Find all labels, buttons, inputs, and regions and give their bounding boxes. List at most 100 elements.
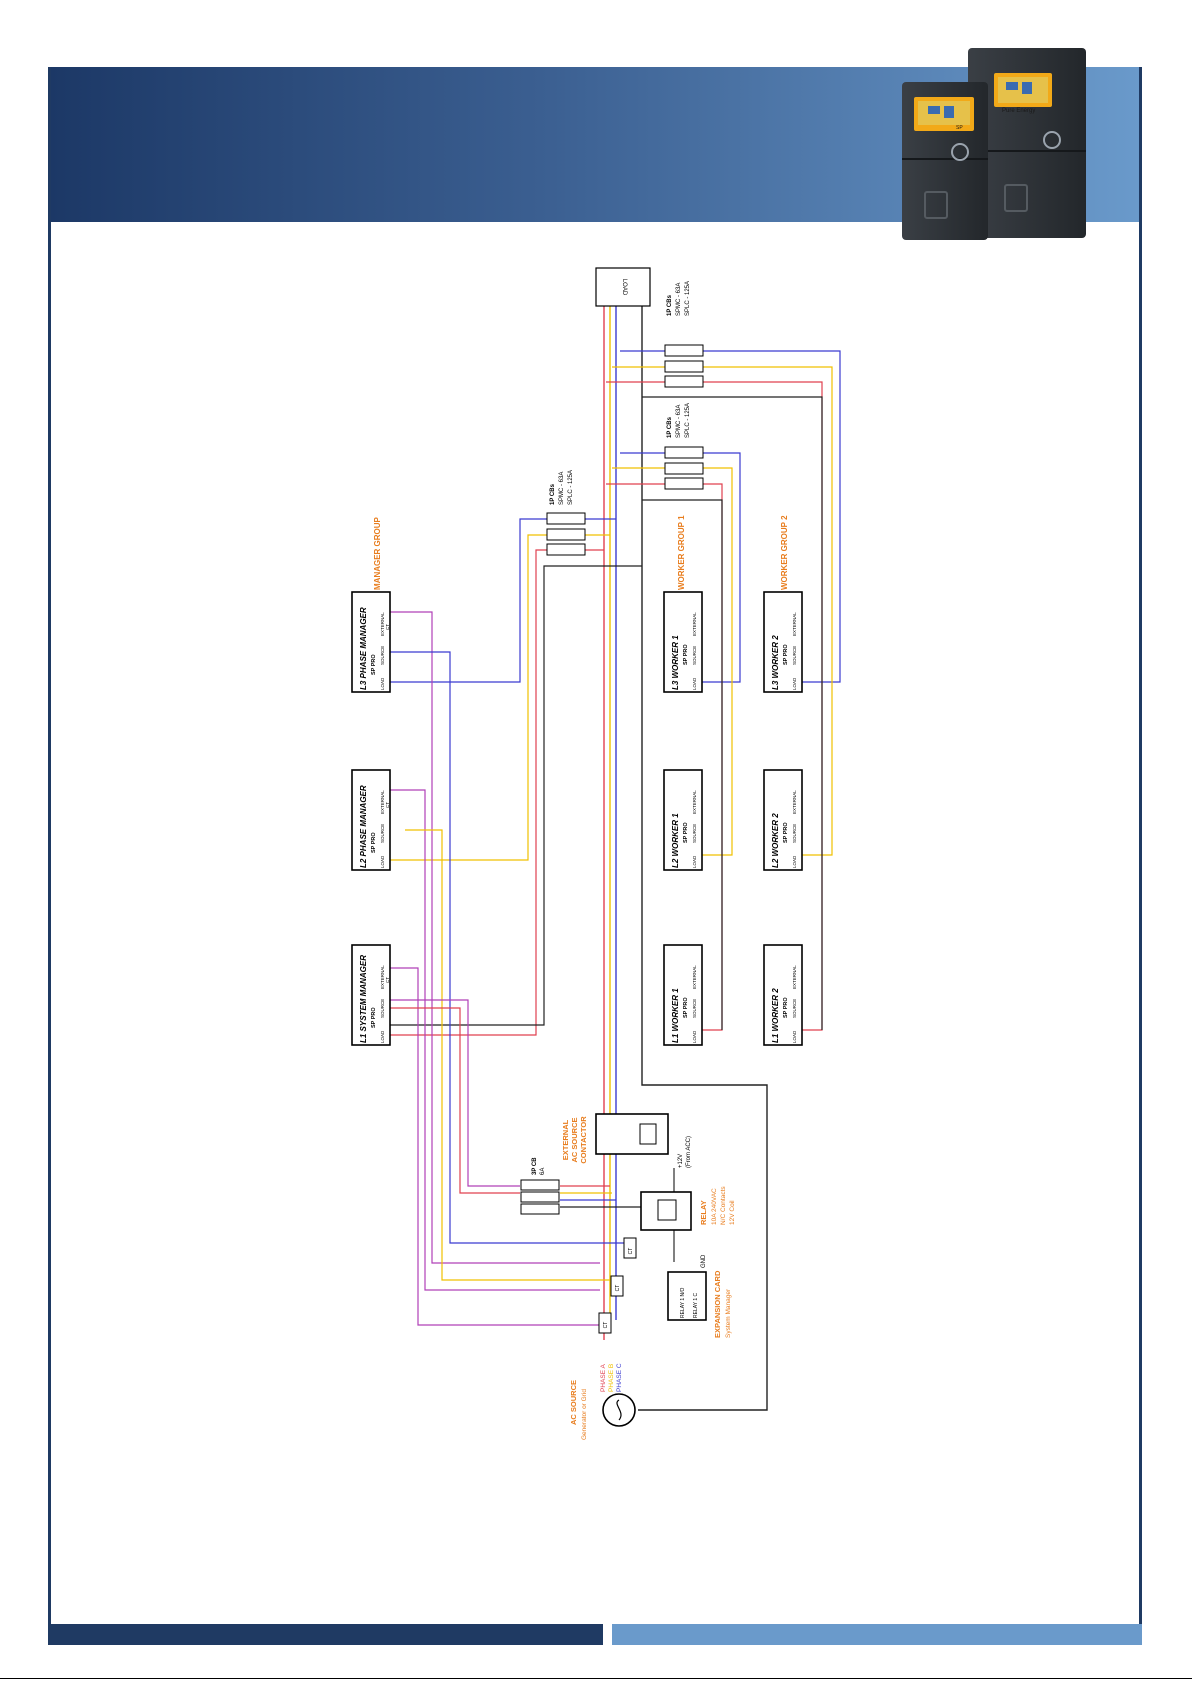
terminal-ct: CT bbox=[385, 977, 390, 983]
unit-l1-worker1: L1 WORKER 1 SP PRO LOAD SOURCE EXTERNAL bbox=[663, 944, 703, 1046]
breaker-3p-rating: 6A bbox=[540, 1168, 546, 1175]
unit-title: L3 WORKER 1 bbox=[671, 635, 680, 690]
ac-source-subtitle: Generator or Grid bbox=[581, 1389, 588, 1440]
breaker-bank-manager: 1P CBs SPMC - 63A SPLC - 125A bbox=[390, 470, 642, 1036]
unit-model: SP PRO bbox=[371, 654, 377, 675]
contactor-label-2: AC SOURCE bbox=[570, 1117, 579, 1162]
unit-title: L3 WORKER 2 bbox=[771, 635, 780, 690]
unit-title: L2 PHASE MANAGER bbox=[359, 785, 368, 868]
breaker-bank-worker1: 1P CBs SPMC - 63A SPLC - 125A bbox=[606, 403, 741, 1031]
terminal-external: EXTERNAL bbox=[380, 612, 385, 636]
terminal-source: SOURCE bbox=[792, 824, 797, 843]
unit-model: SP PRO bbox=[683, 997, 689, 1018]
ac-source-icon bbox=[602, 1393, 636, 1427]
unit-model: SP PRO bbox=[371, 832, 377, 853]
terminal-source: SOURCE bbox=[692, 999, 697, 1018]
terminal-source: SOURCE bbox=[792, 999, 797, 1018]
unit-title: L3 PHASE MANAGER bbox=[359, 607, 368, 690]
contactor-label-1: EXTERNAL bbox=[561, 1119, 570, 1160]
breaker-pole bbox=[664, 446, 704, 459]
unit-l3-worker1: L3 WORKER 1 SP PRO LOAD SOURCE EXTERNAL bbox=[663, 591, 703, 693]
unit-title: L2 WORKER 2 bbox=[771, 813, 780, 868]
unit-model: SP PRO bbox=[783, 644, 789, 665]
relay-title: RELAY bbox=[699, 1200, 708, 1225]
terminal-load: LOAD bbox=[380, 1030, 385, 1043]
terminal-source: SOURCE bbox=[380, 646, 385, 665]
expansion-card-title: EXPANSION CARD bbox=[713, 1270, 722, 1338]
terminal-load: LOAD bbox=[692, 855, 697, 868]
phase-b-label: PHASE B bbox=[608, 1364, 615, 1392]
breaker-pole bbox=[664, 360, 704, 373]
breaker-pole bbox=[664, 344, 704, 357]
unit-title: L1 SYSTEM MANAGER bbox=[359, 955, 368, 1043]
relay-rating: 10A 240VAC bbox=[711, 1188, 718, 1225]
relay: +12V (From ACC) RELAY 10A 240VAC N/C Con… bbox=[640, 1136, 736, 1268]
breaker-title: 1P CBs bbox=[667, 416, 673, 438]
terminal-external: EXTERNAL bbox=[792, 790, 797, 814]
breaker-title: 1P CBs bbox=[550, 483, 556, 505]
load-box: LOAD bbox=[595, 267, 651, 307]
terminal-external: EXTERNAL bbox=[380, 965, 385, 989]
breaker-pole bbox=[546, 543, 586, 556]
expansion-card-subtitle: System Manager bbox=[725, 1288, 732, 1338]
ct-label: CT bbox=[615, 1285, 621, 1292]
terminal-source: SOURCE bbox=[792, 646, 797, 665]
relay-contacts: N/C Contacts bbox=[720, 1186, 727, 1225]
manager-group-label: MANAGER GROUP bbox=[373, 516, 382, 590]
unit-model: SP PRO bbox=[783, 822, 789, 843]
logo-icon bbox=[951, 143, 969, 161]
relay-c-terminal: RELAY 1 C bbox=[693, 1293, 699, 1318]
unit-model: SP PRO bbox=[683, 822, 689, 843]
unit-l1-system-manager: L1 SYSTEM MANAGER SP PRO LOAD SOURCE EXT… bbox=[351, 944, 391, 1046]
footer-bar-left bbox=[48, 1624, 603, 1645]
terminal-external: EXTERNAL bbox=[792, 612, 797, 636]
terminal-load: LOAD bbox=[692, 677, 697, 690]
terminal-external: EXTERNAL bbox=[692, 612, 697, 636]
unit-title: L1 WORKER 1 bbox=[671, 988, 680, 1043]
unit-title: L1 WORKER 2 bbox=[771, 988, 780, 1043]
terminal-load: LOAD bbox=[380, 855, 385, 868]
breaker-pole bbox=[546, 512, 586, 525]
breaker-rating-2: SPLC - 125A bbox=[685, 281, 691, 316]
relay-supply: +12V bbox=[678, 1154, 684, 1168]
terminal-source: SOURCE bbox=[692, 646, 697, 665]
breaker-rating-1: SPMC - 63A bbox=[676, 283, 682, 316]
breaker-rating-1: SPMC - 63A bbox=[676, 405, 682, 438]
ct-label: CT bbox=[628, 1248, 634, 1255]
unit-model: SP PRO bbox=[783, 997, 789, 1018]
terminal-source: SOURCE bbox=[380, 824, 385, 843]
screen-brand-large: Pure Energy bbox=[1002, 108, 1035, 114]
unit-l2-phase-manager: L2 PHASE MANAGER SP PRO LOAD SOURCE EXTE… bbox=[351, 769, 391, 871]
inverter-large: Pure Energy bbox=[968, 48, 1086, 238]
terminal-external: EXTERNAL bbox=[692, 790, 697, 814]
breaker-title: 1P CBs bbox=[667, 294, 673, 316]
breaker-pole bbox=[664, 477, 704, 490]
product-image: Pure Energy SP bbox=[902, 48, 1086, 240]
terminal-source: SOURCE bbox=[380, 999, 385, 1018]
relay-supply-note: (From ACC) bbox=[686, 1136, 692, 1168]
terminal-external: EXTERNAL bbox=[692, 965, 697, 989]
terminal-ct: CT bbox=[385, 624, 390, 630]
worker-group-1-label: WORKER GROUP 1 bbox=[677, 515, 686, 590]
worker-group-2-label: WORKER GROUP 2 bbox=[780, 515, 789, 590]
unit-l2-worker1: L2 WORKER 1 SP PRO LOAD SOURCE EXTERNAL bbox=[663, 769, 703, 871]
unit-l3-phase-manager: L3 PHASE MANAGER SP PRO LOAD SOURCE EXTE… bbox=[351, 591, 391, 693]
relay-no-terminal: RELAY 1 N/O bbox=[680, 1288, 686, 1318]
phase-c-label: PHASE C bbox=[616, 1363, 623, 1392]
ct-sensors: CT CT CT bbox=[598, 1237, 637, 1334]
page-frame bbox=[48, 67, 1142, 1645]
terminal-load: LOAD bbox=[792, 855, 797, 868]
terminal-load: LOAD bbox=[792, 1030, 797, 1043]
breaker-rating-2: SPLC - 125A bbox=[685, 403, 691, 438]
terminal-load: LOAD bbox=[380, 677, 385, 690]
page-bottom-rule bbox=[0, 1678, 1192, 1679]
breaker-bank-worker2: 1P CBs SPMC - 63A SPLC - 125A bbox=[606, 281, 841, 1031]
breaker-3p-title: 3P CB bbox=[532, 1157, 538, 1175]
unit-model: SP PRO bbox=[683, 644, 689, 665]
terminal-external: EXTERNAL bbox=[380, 790, 385, 814]
terminal-source: SOURCE bbox=[692, 824, 697, 843]
logo-icon bbox=[1043, 131, 1061, 149]
unit-l2-worker2: L2 WORKER 2 SP PRO LOAD SOURCE EXTERNAL bbox=[763, 769, 803, 871]
relay-gnd: GND bbox=[701, 1254, 707, 1268]
